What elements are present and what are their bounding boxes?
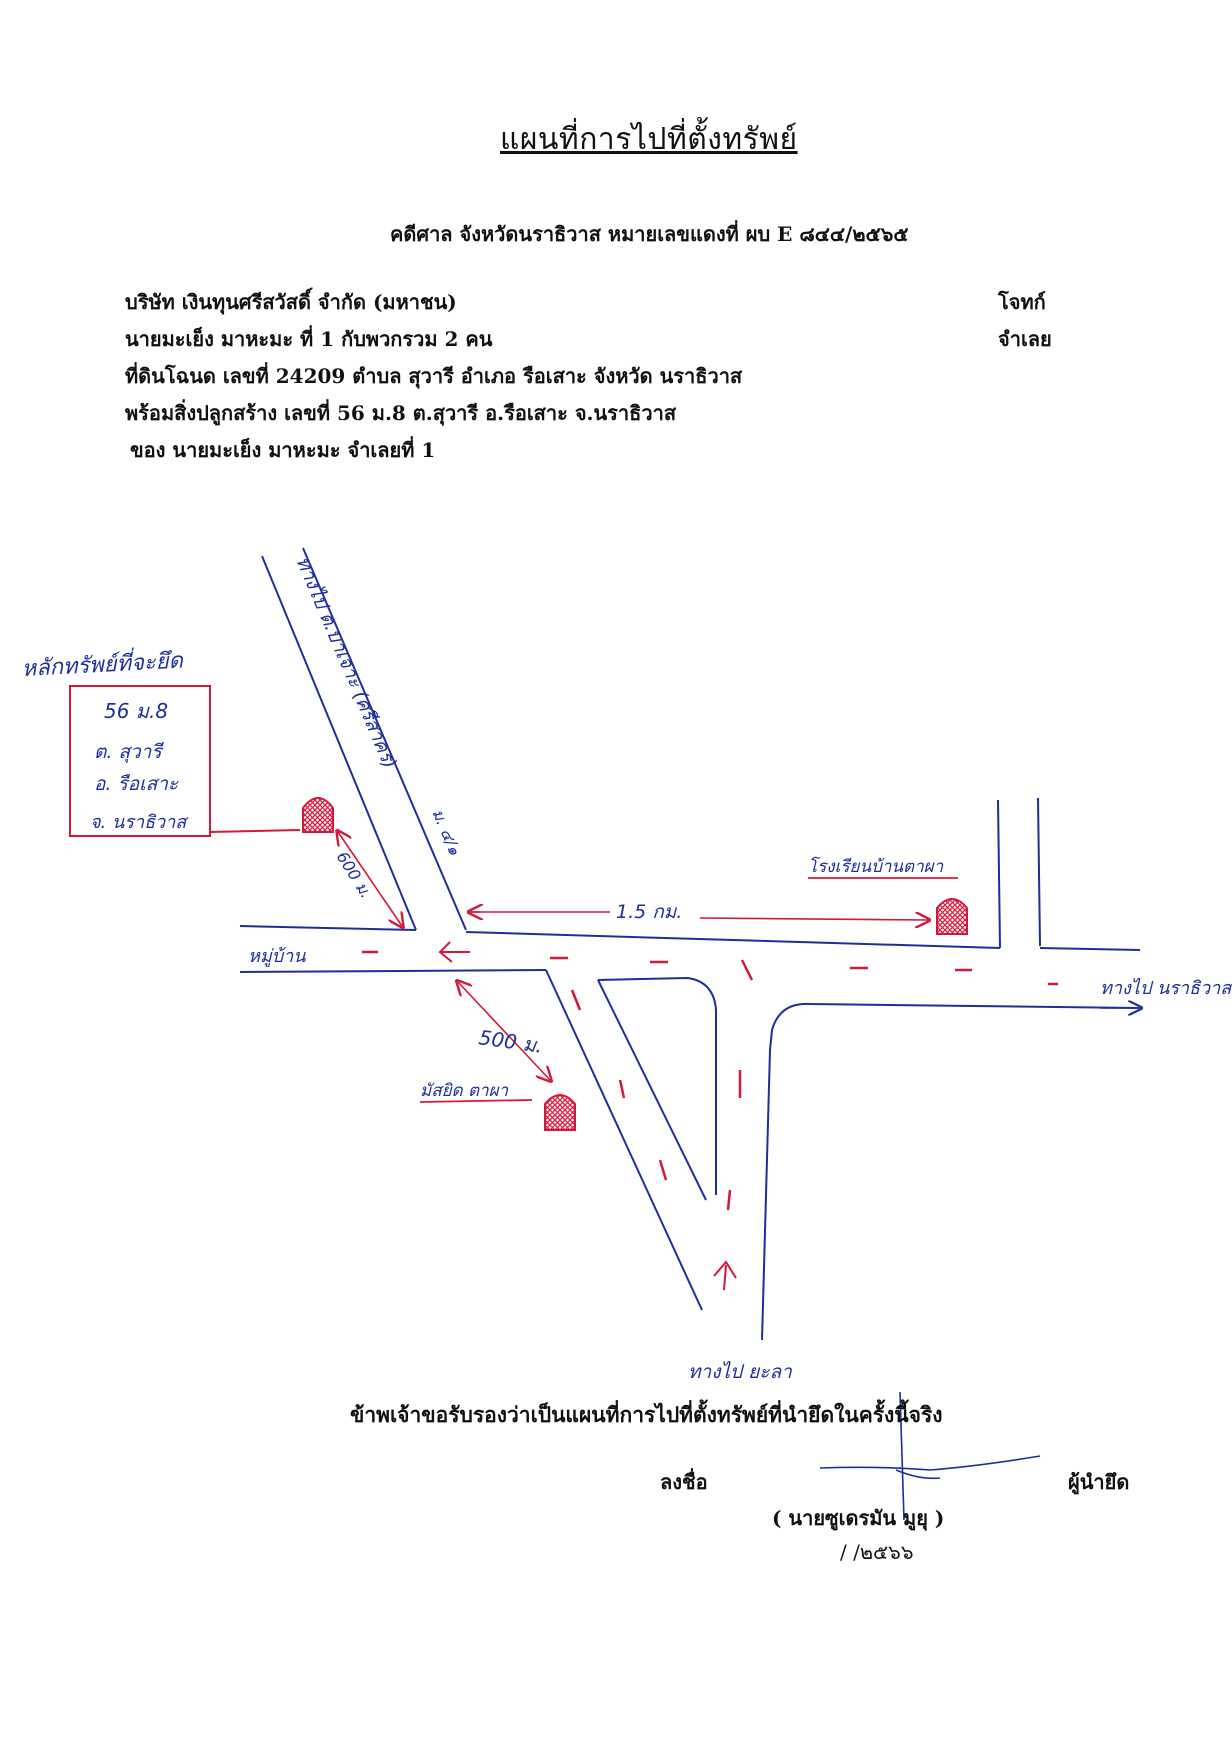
- plaintiff-role: โจทก์: [998, 290, 1046, 314]
- center-dashes: [362, 950, 1058, 1211]
- building-line: พร้อมสิ่งปลูกสร้าง เลขที่ 56 ม.8 ต.สุวาร…: [125, 401, 677, 425]
- property-box-outline: [69, 685, 211, 837]
- defendant-name: นายมะเย็ง มาหะมะ ที่ 1 กับพวกรวม 2 คน: [125, 327, 493, 351]
- side-road-label: ม. ๔/๑: [428, 806, 464, 858]
- school-label: โรงเรียนบ้านตาผา: [808, 856, 944, 877]
- north-road-right-edge: [302, 547, 467, 931]
- property-box: [69, 685, 301, 837]
- defendant-role: จำเลย: [998, 327, 1052, 351]
- distance-arrows: [338, 832, 928, 1080]
- owner-line: ของ นายมะเย็ง มาหะมะ จำเลยที่ 1: [130, 438, 436, 462]
- signature-label: ลงชื่อ: [660, 1470, 708, 1494]
- property-box-line-2: ต. สุวารี: [94, 741, 165, 763]
- seizer-role: ผู้นำยึด: [1068, 1470, 1130, 1494]
- village-label: หมู่บ้าน: [248, 946, 306, 967]
- property-box-pointer: [209, 829, 301, 833]
- certification-statement: ข้าพเจ้าขอรับรองว่าเป็นแผนที่การไปที่ตั้…: [350, 1402, 943, 1427]
- school-marker: [936, 898, 968, 935]
- road-east-label: ทางไป นราธิวาส: [1100, 977, 1232, 999]
- distance-mosque-label: 500 ม.: [477, 1025, 544, 1058]
- south-road-left: [545, 969, 703, 1311]
- signature-date: / /๒๕๖๖: [840, 1540, 914, 1564]
- traffic-arrows: [438, 941, 737, 1291]
- arrow-to-mosque: [458, 982, 550, 1080]
- signature: [819, 1391, 1041, 1521]
- south-road-right: [761, 1049, 771, 1341]
- mosque-label-underline: [419, 1099, 533, 1103]
- property-box-line-3: อ. รือเสาะ: [94, 773, 179, 795]
- location-markers: [302, 797, 968, 1131]
- arrow-to-property: [338, 832, 402, 926]
- main-road-bottom-east: [769, 1002, 1139, 1051]
- main-road-top-far-east: [1039, 947, 1141, 951]
- property-box-title: หลักทรัพย์ที่จะยึด: [21, 644, 185, 681]
- property-box-line-1: 56 ม.8: [104, 699, 168, 723]
- main-road-top-west: [239, 925, 417, 931]
- fork-inner-left: [597, 979, 707, 1201]
- school-lane-left: [997, 799, 1001, 949]
- road-north-label: ทางไป ต.บาเจาะ (ศรีสาคร): [291, 553, 401, 772]
- road-lines: [239, 547, 1141, 1341]
- distance-property-label: 600 ม.: [333, 848, 376, 902]
- page-title: แผนที่การไปที่ตั้งทรัพย์: [500, 122, 798, 157]
- property-marker: [302, 797, 334, 833]
- school-lane-right: [1037, 797, 1041, 947]
- signer-name: ( นายซูเดรมัน มูยุ ): [772, 1506, 945, 1530]
- arrow-to-school: [470, 912, 928, 920]
- property-box-line-4: จ. นราธิวาส: [90, 812, 189, 833]
- distance-school-label: 1.5 กม.: [616, 901, 682, 923]
- mosque-marker: [544, 1094, 576, 1131]
- main-road-bottom-mid: [597, 976, 717, 1195]
- road-south-label: ทางไป ยะลา: [688, 1360, 793, 1383]
- main-road-bottom-west: [239, 969, 547, 973]
- main-road-top-east: [465, 931, 1001, 949]
- plaintiff-name: บริษัท เงินทุนศรีสวัสดิ์ จำกัด (มหาชน): [125, 290, 457, 314]
- land-deed-line: ที่ดินโฉนด เลขที่ 24209 ตำบล สุวารี อำเภ…: [125, 364, 743, 388]
- mosque-label: มัสยิด ตาผา: [420, 1081, 509, 1101]
- case-number-line: คดีศาล จังหวัดนราธิวาส หมายเลขแดงที่ ผบ …: [390, 222, 909, 246]
